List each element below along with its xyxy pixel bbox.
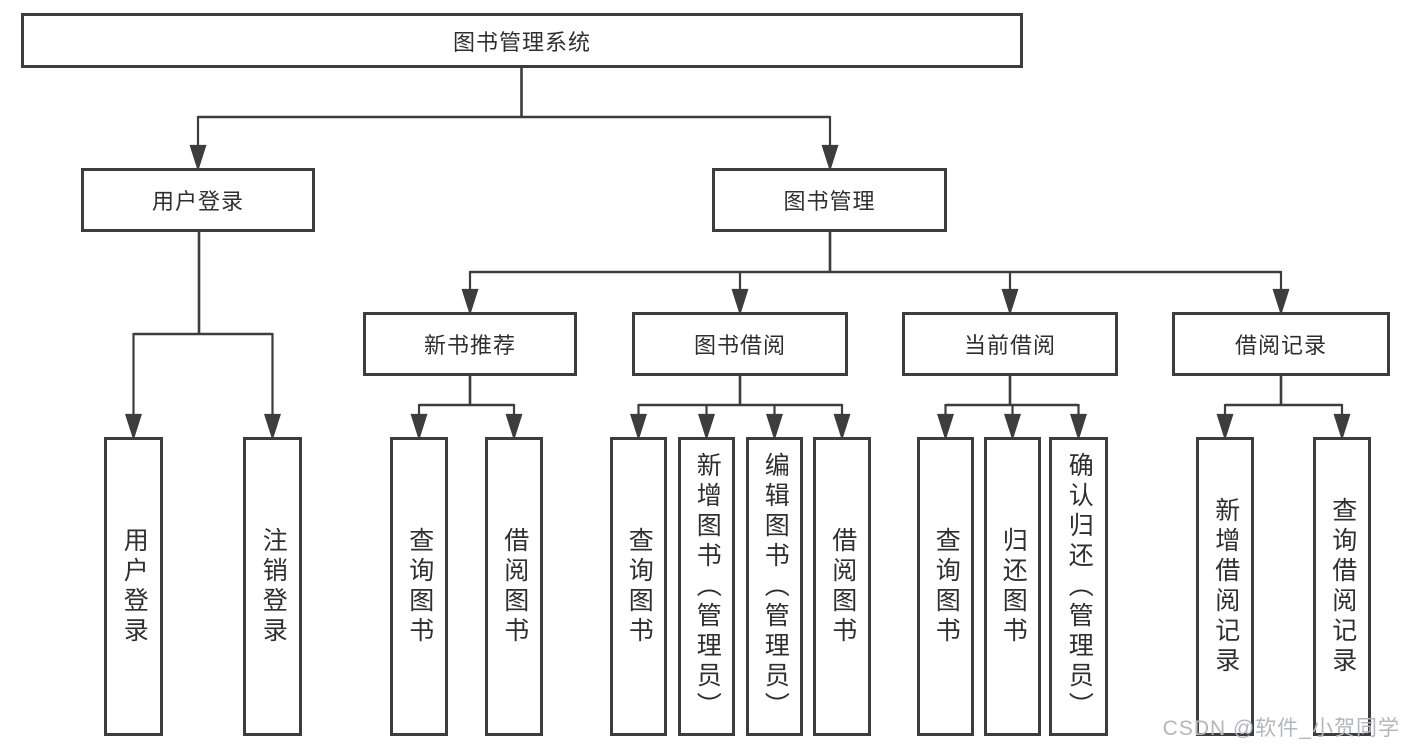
node-new-book-recommend: 新书推荐 [363,312,577,376]
node-current-borrow: 当前借阅 [902,312,1118,376]
leaf-query-books-recommend-label: 查询图书 [405,526,434,647]
leaf-borrow-books-recommend-label: 借阅图书 [500,526,529,647]
leaf-return-book-label: 归还图书 [999,526,1028,647]
leaf-add-borrow-record: 新增借阅记录 [1196,437,1254,736]
leaf-query-books-borrow-label: 查询图书 [625,526,654,647]
leaf-edit-book-admin-label: 编辑图书（管理员） [761,451,790,722]
leaf-query-books-borrow: 查询图书 [610,437,667,736]
leaf-user-login-label: 用户登录 [120,526,149,647]
leaf-borrow-books-label: 借阅图书 [828,526,857,647]
leaf-query-books-current: 查询图书 [917,437,974,736]
leaf-confirm-return-admin-label: 确认归还（管理员） [1065,451,1094,722]
node-book-borrow: 图书借阅 [632,312,848,376]
node-borrow-records-label: 借阅记录 [1234,333,1327,358]
connector-new-book-recommend-children [410,376,523,441]
node-new-book-recommend-label: 新书推荐 [423,333,516,358]
leaf-add-book-admin-label: 新增图书（管理员） [693,451,722,722]
node-book-borrow-label: 图书借阅 [693,333,786,358]
leaf-add-book-admin: 新增图书（管理员） [678,437,735,736]
leaf-query-books-recommend: 查询图书 [390,437,448,736]
node-borrow-records: 借阅记录 [1172,312,1390,376]
node-book-management-label: 图书管理 [783,189,876,214]
leaf-query-borrow-record: 查询借阅记录 [1313,437,1371,736]
node-user-login: 用户登录 [81,168,315,232]
leaf-logout-label: 注销登录 [259,526,288,647]
leaf-borrow-books-recommend: 借阅图书 [485,437,543,736]
watermark: CSDN @软件_小贺同学 [1162,717,1400,740]
leaf-borrow-books: 借阅图书 [813,437,871,736]
node-book-management: 图书管理 [712,168,947,232]
leaf-edit-book-admin: 编辑图书（管理员） [746,437,803,736]
leaf-add-borrow-record-label: 新增借阅记录 [1211,496,1240,677]
leaf-logout: 注销登录 [243,437,302,736]
node-root: 图书管理系统 [21,13,1023,68]
connector-book-management-children [461,232,1290,316]
connector-root-to-level2 [189,68,839,172]
connector-user-login-children [124,232,282,441]
leaf-confirm-return-admin: 确认归还（管理员） [1049,437,1108,736]
leaf-user-login: 用户登录 [104,437,163,736]
leaf-return-book: 归还图书 [984,437,1041,736]
leaf-query-books-current-label: 查询图书 [932,526,961,647]
connector-borrow-records-children [1216,376,1351,441]
node-root-label: 图书管理系统 [452,29,591,55]
node-current-borrow-label: 当前借阅 [963,333,1056,358]
leaf-query-borrow-record-label: 查询借阅记录 [1328,496,1357,677]
connector-book-borrow-children [629,376,851,441]
node-user-login-label: 用户登录 [151,189,244,214]
connector-current-borrow-children [936,376,1088,441]
